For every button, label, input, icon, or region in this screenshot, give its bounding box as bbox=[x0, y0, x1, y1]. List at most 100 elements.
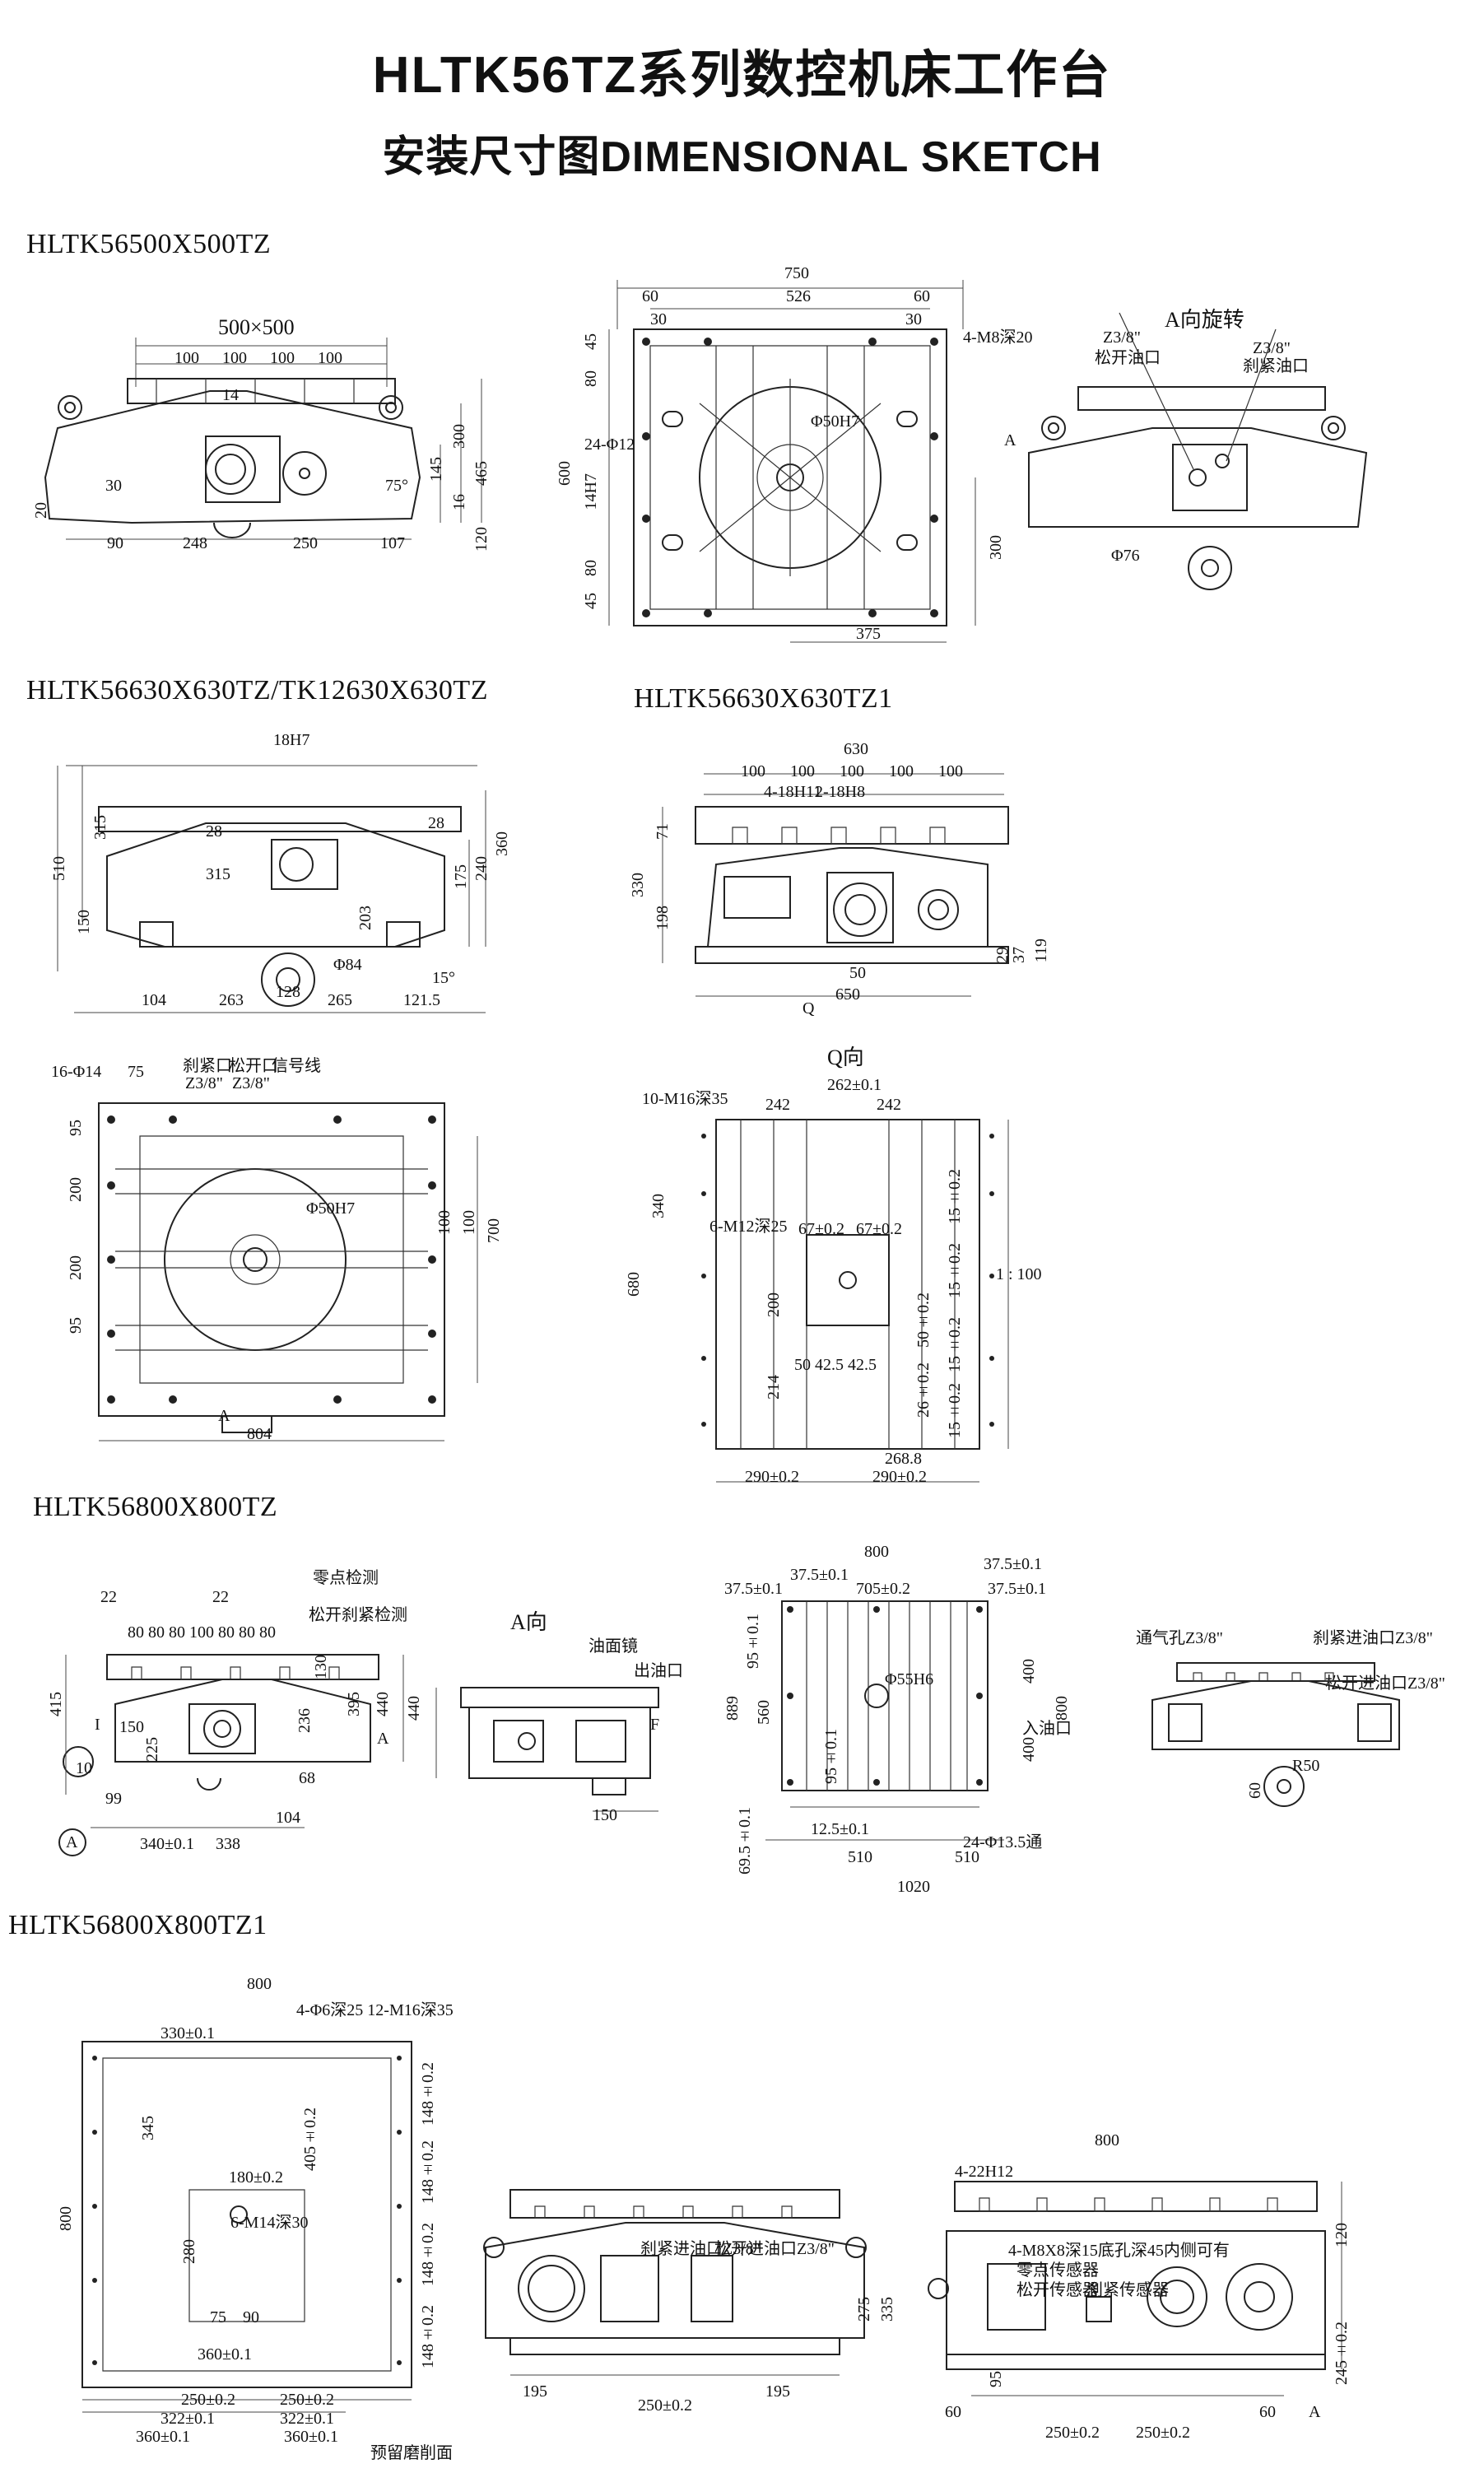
dim-800-tz1: 800 bbox=[247, 1975, 272, 1993]
drawing-630tz1-front bbox=[626, 757, 1054, 1021]
dim-4-22h12: 4-22H12 bbox=[955, 2163, 1014, 2181]
dim-300-front: 300 bbox=[450, 424, 468, 449]
dim-360-tz1-c: 360±0.1 bbox=[284, 2428, 338, 2446]
dim-68: 68 bbox=[299, 1769, 315, 1787]
label-zero-sensor: 零点传感器 bbox=[1016, 2261, 1099, 2280]
view-arrow-a: A bbox=[1004, 431, 1016, 449]
view-arrow-a-800: A bbox=[377, 1730, 389, 1748]
dim-130: 130 bbox=[312, 1655, 330, 1679]
dim-28-right: 28 bbox=[428, 814, 444, 832]
dim-60-tz1-right: 60 bbox=[1259, 2403, 1276, 2421]
view-arrow-a-tz1: A bbox=[1309, 2403, 1321, 2421]
dim-322-b: 322±0.1 bbox=[280, 2410, 334, 2428]
dim-80-bottom: 80 bbox=[582, 560, 600, 576]
dim-214: 214 bbox=[765, 1375, 783, 1400]
page-subtitle: 安装尺寸图DIMENSIONAL SKETCH bbox=[382, 133, 1102, 181]
dim-338: 338 bbox=[216, 1835, 240, 1853]
drawing-500-side bbox=[1021, 362, 1375, 609]
dim-100-630-a: 100 bbox=[435, 1210, 454, 1235]
dim-71: 71 bbox=[654, 823, 672, 840]
dim-80-top: 80 bbox=[582, 370, 600, 387]
circle-a-marker bbox=[56, 1826, 89, 1859]
dim-203: 203 bbox=[356, 906, 374, 930]
section-title-hltk56500: HLTK56500X500TZ bbox=[26, 229, 272, 259]
dim-280: 280 bbox=[180, 2239, 198, 2264]
dim-510-left: 510 bbox=[848, 1848, 872, 1866]
drawing-630-top bbox=[66, 1087, 502, 1449]
view-arrow-a-630: A bbox=[218, 1407, 230, 1425]
dim-250-front-tz1: 250±0.2 bbox=[638, 2396, 692, 2415]
dim-510: 510 bbox=[50, 856, 68, 881]
dim-395: 395 bbox=[345, 1692, 363, 1716]
dim-150-800: 150 bbox=[119, 1718, 144, 1736]
dim-200-top: 200 bbox=[67, 1177, 85, 1202]
dim-330-tz1: 330±0.1 bbox=[160, 2024, 215, 2042]
dim-37-5-b: 37.5±0.1 bbox=[984, 1555, 1042, 1573]
dim-15pm-d: 15±0.2 bbox=[946, 1383, 964, 1438]
drawing-800tz1-front bbox=[461, 2173, 889, 2404]
dim-75deg: 75° bbox=[385, 477, 408, 495]
label-z38-b: Z3/8" bbox=[232, 1074, 270, 1092]
dim-330: 330 bbox=[629, 873, 647, 897]
view-arrow-f: F bbox=[650, 1716, 660, 1734]
dim-150: 150 bbox=[75, 910, 93, 934]
label-release-oil-port: 松开油口 bbox=[1095, 349, 1161, 367]
dim-95-800-b: 95±0.1 bbox=[822, 1729, 840, 1784]
dim-290-left: 290±0.2 bbox=[745, 1468, 799, 1486]
dim-405: 405±0.2 bbox=[301, 2107, 319, 2171]
dim-242-left: 242 bbox=[765, 1096, 790, 1114]
drawing-800tz1-top bbox=[66, 2033, 428, 2420]
dim-560: 560 bbox=[755, 1700, 773, 1725]
dim-236: 236 bbox=[295, 1708, 314, 1733]
dim-60-right: 60 bbox=[914, 287, 930, 305]
label-zero-detect: 零点检测 bbox=[313, 1569, 379, 1587]
dim-175: 175 bbox=[452, 864, 470, 889]
drawing-800-top bbox=[757, 1593, 1004, 1848]
label-clamp-detect: 松开刹紧检测 bbox=[309, 1606, 407, 1624]
dim-195-b: 195 bbox=[765, 2382, 790, 2401]
dim-29: 29 bbox=[993, 947, 1012, 963]
dim-360-tz1-b: 360±0.1 bbox=[136, 2428, 190, 2446]
dim-268-8: 268.8 bbox=[885, 1450, 922, 1468]
dim-75: 75 bbox=[128, 1063, 144, 1081]
dim-22-left: 22 bbox=[100, 1588, 117, 1606]
label-clamp-oil-port: 刹紧油口 bbox=[1243, 357, 1309, 375]
dim-375: 375 bbox=[856, 625, 881, 643]
dim-400-b: 400 bbox=[1020, 1737, 1038, 1762]
dim-15deg: 15° bbox=[432, 969, 455, 987]
dim-340: 340 bbox=[649, 1194, 668, 1218]
dim-4-18h11: 4-18H11 bbox=[764, 783, 822, 801]
dim-119: 119 bbox=[1032, 938, 1050, 963]
dim-phi50h7: Φ50H7 bbox=[811, 412, 860, 431]
drawing-630-front bbox=[49, 741, 510, 1021]
label-clamp-sensor: 刹紧传感器 bbox=[1086, 2281, 1169, 2299]
dim-50-630tz1: 50 bbox=[849, 964, 866, 982]
dim-50pm: 50±0.2 bbox=[914, 1292, 933, 1348]
dim-45-top: 45 bbox=[582, 333, 600, 350]
dim-15pm-b: 15±0.2 bbox=[946, 1243, 964, 1298]
section-title-hltk56630-tz1: HLTK56630X630TZ1 bbox=[634, 683, 893, 714]
dim-100b: 100 bbox=[222, 349, 247, 367]
dim-250-tz1-b: 250±0.2 bbox=[280, 2391, 334, 2409]
dim-804: 804 bbox=[247, 1425, 272, 1443]
dim-75-tz1: 75 bbox=[210, 2308, 226, 2326]
dim-200-bottom: 200 bbox=[67, 1255, 85, 1280]
dim-200-q: 200 bbox=[765, 1292, 783, 1317]
dim-800-tz1-vert: 800 bbox=[57, 2206, 75, 2231]
dim-phi55h6: Φ55H6 bbox=[885, 1670, 934, 1688]
dim-107: 107 bbox=[380, 534, 405, 552]
dim-650: 650 bbox=[835, 985, 860, 1004]
dim-m12-depth25: 6-M12深25 bbox=[709, 1218, 788, 1236]
label-oil-mirror: 油面镜 bbox=[588, 1637, 638, 1656]
dim-45-bottom: 45 bbox=[582, 593, 600, 609]
dim-taper: 1 : 100 bbox=[996, 1265, 1042, 1283]
dim-290-right: 290±0.2 bbox=[872, 1468, 927, 1486]
dim-100a: 100 bbox=[174, 349, 199, 367]
dim-360-front: 360 bbox=[493, 831, 511, 856]
dim-600: 600 bbox=[556, 461, 574, 486]
dim-415: 415 bbox=[47, 1692, 65, 1716]
dim-104: 104 bbox=[142, 991, 166, 1009]
dim-15pm-a: 15±0.2 bbox=[946, 1169, 964, 1224]
drawing-500-front bbox=[33, 313, 510, 576]
dim-263: 263 bbox=[219, 991, 244, 1009]
